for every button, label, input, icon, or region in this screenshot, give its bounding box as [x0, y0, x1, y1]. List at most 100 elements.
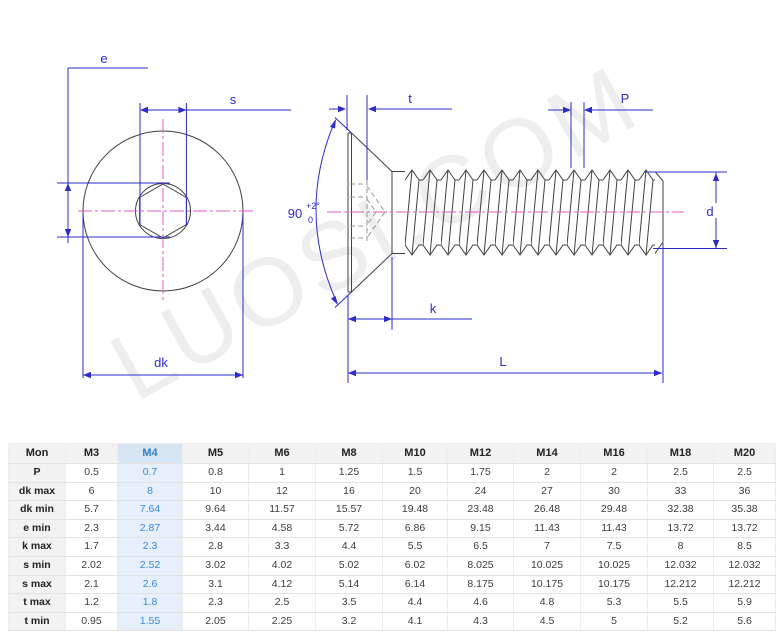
value-cell: 8 [117, 481, 183, 502]
dim-label-k: k [430, 301, 437, 316]
value-cell: 10.025 [513, 555, 581, 576]
value-cell: 20 [382, 481, 448, 502]
dim-L: L [347, 243, 664, 383]
value-cell: 5 [580, 611, 648, 632]
value-cell: 15.57 [315, 500, 383, 520]
value-cell: 1.8 [117, 593, 183, 613]
dim-label-t: t [408, 91, 412, 106]
angle-value: 90 [288, 206, 302, 221]
corner-header: Mon [8, 443, 66, 464]
value-cell: 5.02 [315, 555, 383, 576]
value-cell: 5.3 [580, 593, 648, 613]
value-cell: 5.5 [382, 537, 448, 557]
value-cell: 5.14 [315, 574, 383, 595]
value-cell: 6 [65, 481, 118, 502]
dim-d: d [645, 171, 727, 249]
row-header: t min [8, 611, 66, 632]
value-cell: 2.3 [182, 593, 249, 613]
value-cell: 13.72 [713, 518, 776, 539]
value-cell: 1 [248, 463, 316, 483]
row-header: e min [8, 518, 66, 539]
col-header: M16 [580, 443, 648, 464]
value-cell: 13.72 [647, 518, 714, 539]
value-cell: 4.4 [382, 593, 448, 613]
col-header: M3 [65, 443, 118, 464]
screw-side-view: 90 +2° 0 t P [288, 91, 727, 383]
row-header: k max [8, 537, 66, 557]
value-cell: 9.15 [447, 518, 514, 539]
col-header: M8 [315, 443, 383, 464]
angle-tolerance-upper: +2° [306, 201, 320, 211]
dim-P: P [548, 91, 653, 168]
value-cell: 0.5 [65, 463, 118, 483]
dim-label-s: s [230, 92, 237, 107]
value-cell: 8 [647, 537, 714, 557]
value-cell: 0.7 [117, 463, 183, 483]
col-header: M5 [182, 443, 249, 464]
value-cell: 10.175 [580, 574, 648, 595]
value-cell: 3.5 [315, 593, 383, 613]
value-cell: 12.212 [713, 574, 776, 595]
dim-t: t [329, 91, 452, 180]
value-cell: 2.8 [182, 537, 249, 557]
row-header: t max [8, 593, 66, 613]
col-header: M14 [513, 443, 581, 464]
hidden-socket-lines [350, 180, 386, 243]
value-cell: 2.25 [248, 611, 316, 632]
value-cell: 2.1 [65, 574, 118, 595]
col-header: M20 [713, 443, 776, 464]
value-cell: 7.5 [580, 537, 648, 557]
value-cell: 4.58 [248, 518, 316, 539]
value-cell: 0.95 [65, 611, 118, 632]
value-cell: 23.48 [447, 500, 514, 520]
col-header: M4 [117, 443, 183, 464]
value-cell: 2 [513, 463, 581, 483]
dim-label-L: L [499, 354, 506, 369]
dim-label-dk: dk [154, 355, 168, 370]
value-cell: 10.025 [580, 555, 648, 576]
dim-angle-90: 90 +2° 0 [288, 117, 352, 308]
value-cell: 3.02 [182, 555, 249, 576]
dim-dk: dk [82, 213, 244, 379]
value-cell: 2 [580, 463, 648, 483]
row-header: P [8, 463, 66, 483]
value-cell: 6.02 [382, 555, 448, 576]
value-cell: 12.032 [647, 555, 714, 576]
dim-k: k [348, 257, 472, 330]
value-cell: 5.2 [647, 611, 714, 632]
dim-label-P: P [621, 91, 630, 106]
value-cell: 10.175 [513, 574, 581, 595]
value-cell: 2.3 [65, 518, 118, 539]
value-cell: 2.52 [117, 555, 183, 576]
col-header: M12 [447, 443, 514, 464]
value-cell: 3.1 [182, 574, 249, 595]
value-cell: 16 [315, 481, 383, 502]
value-cell: 1.2 [65, 593, 118, 613]
value-cell: 4.4 [315, 537, 383, 557]
value-cell: 2.02 [65, 555, 118, 576]
value-cell: 1.55 [117, 611, 183, 632]
value-cell: 24 [447, 481, 514, 502]
value-cell: 3.44 [182, 518, 249, 539]
value-cell: 6.5 [447, 537, 514, 557]
col-header: M18 [647, 443, 714, 464]
value-cell: 4.1 [382, 611, 448, 632]
value-cell: 26.48 [513, 500, 581, 520]
value-cell: 4.8 [513, 593, 581, 613]
value-cell: 3.3 [248, 537, 316, 557]
value-cell: 6.86 [382, 518, 448, 539]
value-cell: 4.6 [447, 593, 514, 613]
value-cell: 27 [513, 481, 581, 502]
value-cell: 4.3 [447, 611, 514, 632]
value-cell: 6.14 [382, 574, 448, 595]
value-cell: 36 [713, 481, 776, 502]
value-cell: 2.5 [647, 463, 714, 483]
value-cell: 5.9 [713, 593, 776, 613]
